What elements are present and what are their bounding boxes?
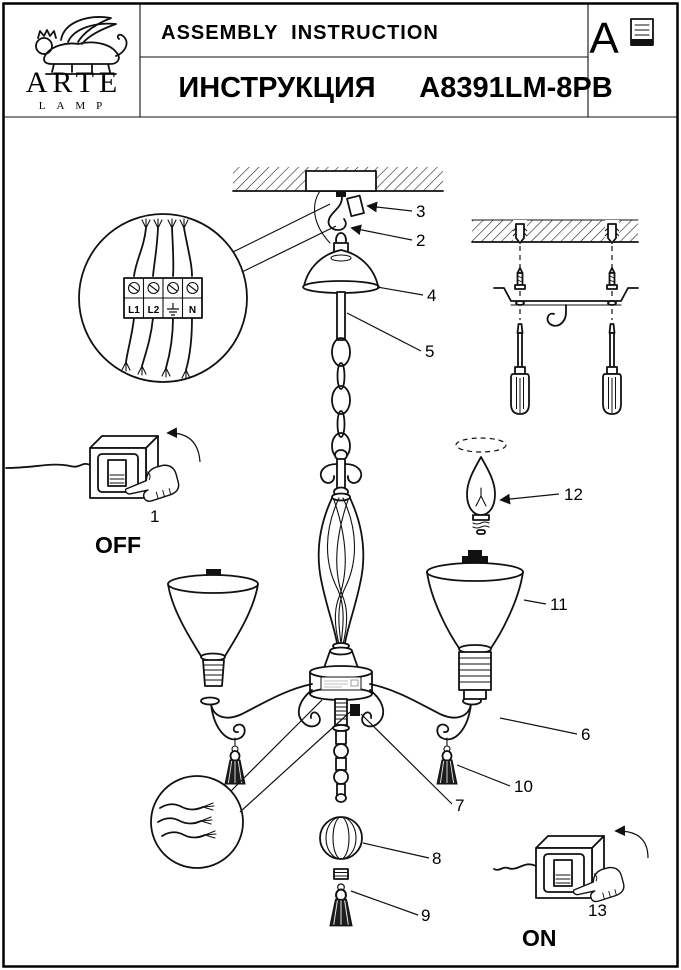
callout-1: 1 [150,507,159,526]
openwork-ball-part8 [319,816,363,860]
ceiling-hook-part2 [327,196,347,231]
switch-wire [5,462,91,469]
ceiling-plate [305,170,377,192]
instruction-booklet-icon [630,18,654,46]
title-english: ASSEMBLY INSTRUCTION [161,22,439,44]
earth-ground-symbol [167,303,179,316]
callout-13: 13 [588,901,607,920]
arte-lamp-logo: ARTE LAMP [26,16,128,112]
callout-10: 10 [514,777,533,796]
mounting-bracket-with-hook [493,287,639,327]
incoming-wires [133,227,193,277]
wire-splice-inset [150,699,351,869]
terminal-n: N [189,305,196,316]
wire-connector-part7 [350,704,360,716]
off-switch-figure: 1 OFF [5,427,201,558]
chain [331,337,351,460]
wiring-terminal-inset: L1 L2 N [78,203,337,383]
finial-socket-part9 [333,868,349,880]
ceiling-mount [232,167,444,197]
callout-7: 7 [455,796,464,815]
ceiling-bracket-detail [471,219,639,415]
outgoing-wires [125,317,193,371]
callout-6: 6 [581,725,590,744]
terminal-block: L1 L2 N [123,277,203,319]
callout-3: 3 [416,202,425,221]
switch-wire [493,863,537,871]
lower-stem [332,698,350,803]
twisted-cage-column [317,492,365,650]
brand-sub-name: LAMP [39,100,114,112]
callout-11: 11 [550,595,568,614]
terminal-screws [127,281,199,295]
on-label: ON [522,925,557,951]
wire-strand-tips-top [141,218,189,229]
central-hub [309,665,373,701]
title-russian: ИНСТРУКЦИЯ [178,72,375,104]
press-arrow [166,427,201,463]
header: ARTE LAMP ASSEMBLY INSTRUCTION ИНСТРУКЦИ… [3,3,678,118]
callout-5: 5 [425,342,434,361]
candle-bulb-part12 [455,437,507,535]
right-shade-part11 [426,550,524,700]
rating-label-plate [320,676,362,691]
wire-strand-tips [200,802,217,839]
hook-cover-part3 [346,194,365,218]
mains-wire-curl [314,190,331,244]
on-switch-figure: 13 ON [493,825,649,951]
wire-strand-tips-bottom [121,361,191,380]
page-letter: A [589,14,619,63]
winged-lion-crest-icon [35,16,128,75]
ornamental-knot [319,449,363,498]
callout-2: 2 [416,231,425,250]
brand-name: ARTE [26,66,123,99]
spliced-wires [157,803,206,839]
hanging-rod-part5 [336,291,346,341]
inset-circle [78,213,248,383]
callout-4: 4 [427,286,436,305]
hook-assembly [314,190,365,248]
callout-9: 9 [421,906,430,925]
callout-8: 8 [432,849,441,868]
left-shade-socket [202,659,225,687]
callout-leader-lines [346,201,578,916]
terminal-l2: L2 [148,305,160,316]
press-arrow [614,825,649,859]
off-label: OFF [95,532,141,558]
left-shade [167,569,259,687]
model-number: A8391LM-8PB [419,72,612,104]
callout-numbers: 3 2 4 5 12 11 6 10 7 8 9 [416,202,590,925]
terminal-l1: L1 [128,305,140,316]
callout-12: 12 [564,485,583,504]
inset-circle [150,775,244,869]
